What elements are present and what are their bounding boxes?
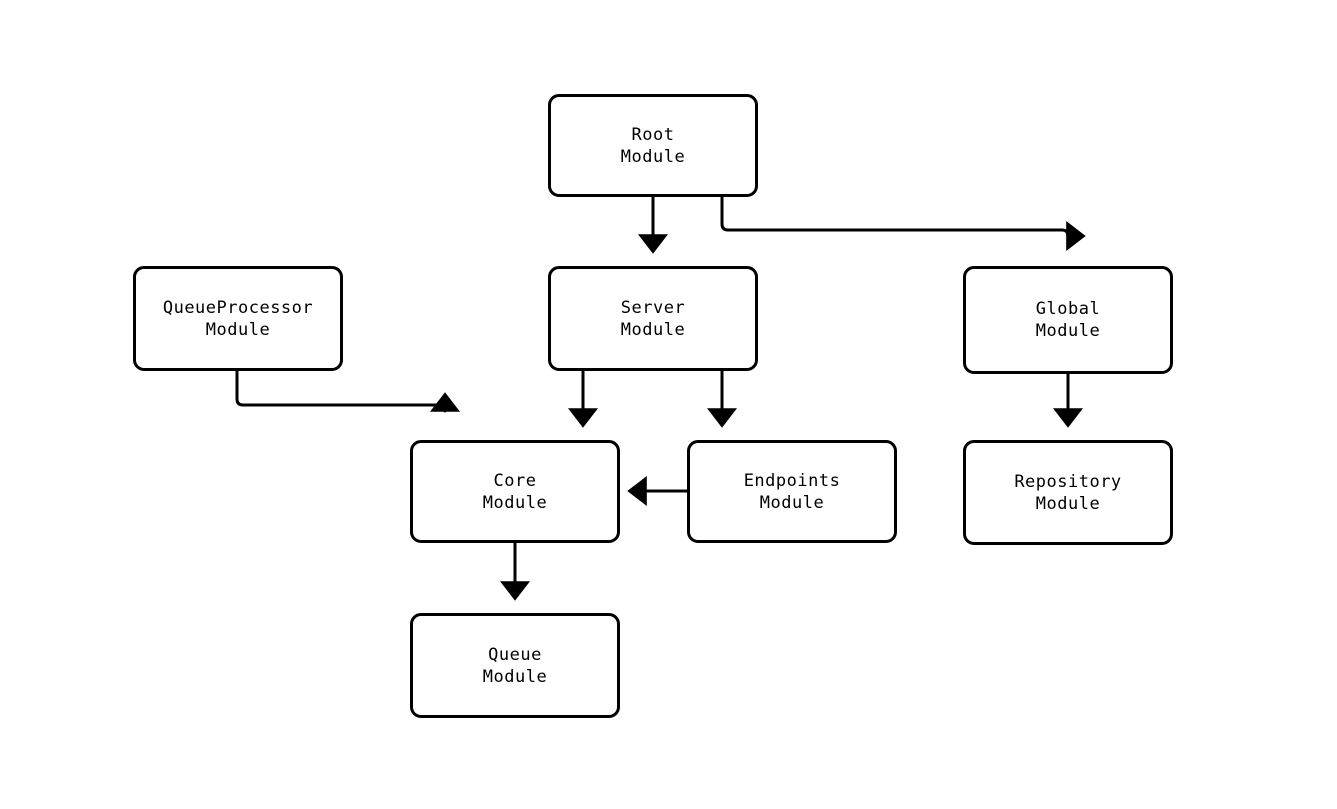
edge-root-to-global xyxy=(720,197,1083,254)
node-label-name: Core xyxy=(493,470,537,491)
node-label-name: Server xyxy=(620,297,686,318)
node-label-suffix: Module xyxy=(1035,493,1101,514)
node-label-name: Endpoints xyxy=(743,470,841,491)
node-label-suffix: Module xyxy=(482,666,548,687)
node-label-suffix: Module xyxy=(620,319,686,340)
edge-queueprocessor-to-core xyxy=(235,371,460,413)
node-label-name: Queue xyxy=(488,644,542,665)
node-label-name: QueueProcessor xyxy=(162,297,314,318)
node-label-name: Global xyxy=(1035,299,1101,319)
node-label-suffix: Module xyxy=(1035,321,1101,341)
node-label-suffix: Module xyxy=(482,492,548,513)
node-label-suffix: Module xyxy=(620,146,686,167)
node-label-suffix: Module xyxy=(759,492,825,513)
node-label-suffix: Module xyxy=(205,319,271,340)
node-label-name: Root xyxy=(631,124,675,145)
node-label-name: Repository xyxy=(1014,471,1122,492)
